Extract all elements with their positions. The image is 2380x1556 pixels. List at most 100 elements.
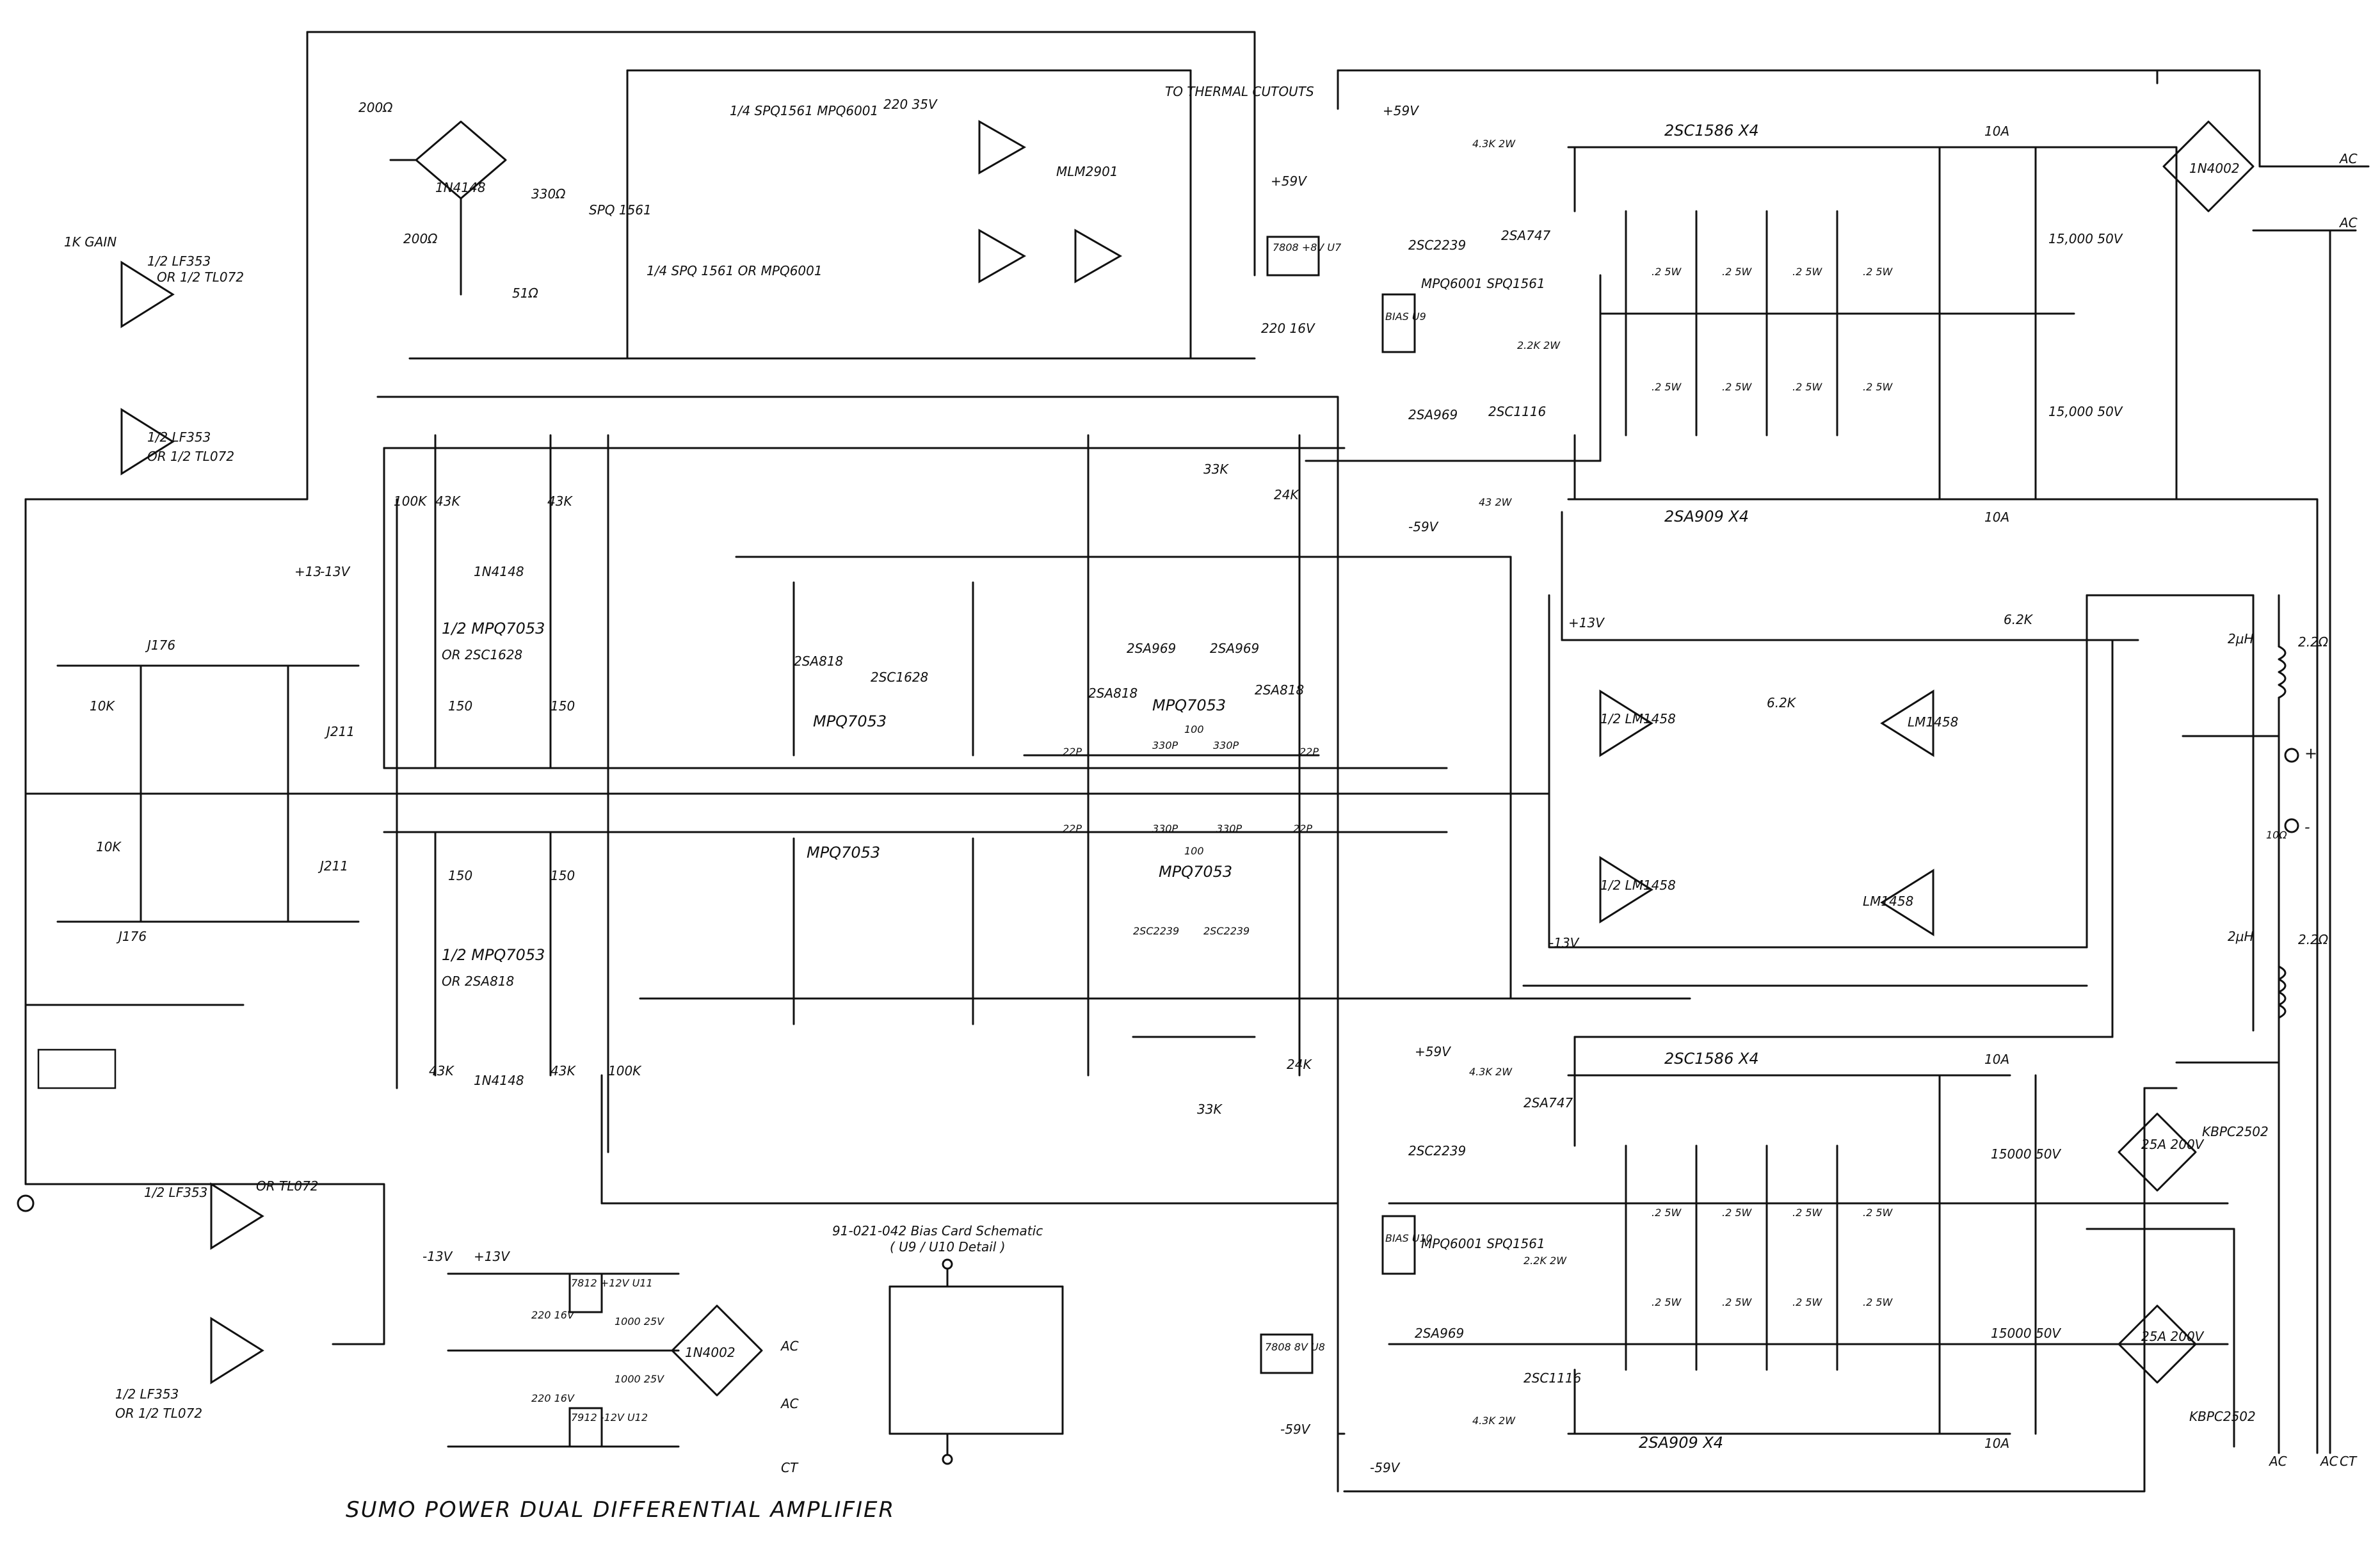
regulator-label: 7912 -12V U12	[571, 1411, 648, 1424]
cap-label: 220 35V	[883, 97, 938, 112]
emitter-resistor-label: .2 5W	[1863, 266, 1894, 278]
transistor-pair-label: 1/2 MPQ7053	[442, 620, 545, 638]
resistor-label: 200Ω	[403, 231, 438, 246]
bias-u10: BIAS U10 MPQ6001 SPQ1561	[1381, 1215, 1545, 1275]
regulator-label: 7808 8V U8	[1265, 1341, 1325, 1353]
opamp-u3: 1/2 LF353 OR 1/2 TL072	[120, 253, 244, 328]
transistor-label: 2SA818	[1255, 682, 1304, 698]
transistor-label: 1/4 SPQ 1561 OR MPQ6001	[647, 263, 823, 278]
emitter-resistor-label: .2 5W	[1652, 1296, 1682, 1308]
transistor-pair-label: MPQ7053	[813, 712, 887, 730]
lower-pnp-label: 2SA909 X4	[1639, 1434, 1723, 1452]
bias-label: BIAS U10	[1385, 1232, 1433, 1244]
cap-label: 220 16V	[1261, 321, 1315, 336]
diode-label: 1N4148	[474, 1073, 524, 1088]
cap-label: 220 16V	[531, 1392, 575, 1404]
emitter-resistor-label: .2 5W	[1863, 1296, 1894, 1308]
bridge-label: KBPC2502	[2189, 1409, 2256, 1424]
opamp-u2: 1/2 LF353 OR 1/2 TL072	[115, 1317, 264, 1421]
bridge-label: KBPC2502	[2202, 1124, 2269, 1139]
cap-label: 100	[1184, 845, 1204, 857]
emitter-resistor-label: .2 5W	[1722, 1296, 1753, 1308]
comparator-label: MLM2901	[1056, 164, 1118, 179]
resistor-label: 330Ω	[531, 186, 566, 202]
cap-15000-label: 15000 50V	[1991, 1326, 2061, 1341]
emitter-resistor-label: .2 5W	[1652, 266, 1682, 278]
rail-label: -59V	[1280, 1422, 1311, 1437]
transistor-label: J211	[318, 858, 348, 874]
transistor-label: J176	[145, 638, 175, 653]
output-minus: -	[2304, 818, 2310, 836]
ac-label: AC	[780, 1338, 799, 1354]
output-network: + - 2μH 2μH 2.2Ω 2.2Ω 10Ω	[2228, 594, 2329, 1019]
cap-label: 330P	[1216, 822, 1242, 835]
jfet-preamp: J176 J176 J211 J211 10K 10K	[56, 638, 360, 944]
q6-stage: MPQ7053 MPQ7053 2SA818 2SC1628	[792, 581, 974, 1025]
bias-u9: BIAS U9 MPQ6001 SPQ1561	[1381, 276, 1545, 353]
transistor-label: 2SA818	[1088, 686, 1138, 701]
emitter-resistor-label: .2 5W	[1652, 381, 1682, 393]
resistor-label: 150	[551, 698, 575, 714]
regulator-label: 7812 +12V U11	[571, 1277, 653, 1289]
opamp-label: 1/2 LF353	[147, 429, 211, 445]
ct-label: CT	[2340, 1454, 2358, 1469]
bridge-label: 1N4148	[435, 180, 486, 195]
cap-label: 22P	[1299, 746, 1319, 758]
resistor-label: 6.2K	[1767, 695, 1797, 710]
input-jack[interactable]	[17, 1048, 117, 1212]
emitter-resistor-label: .2 5W	[1792, 266, 1823, 278]
resistor-label: 4.3K 2W	[1469, 1066, 1513, 1078]
bridge-rating: 25A 200V	[2141, 1137, 2205, 1152]
regulator-label: 7808 +8V U7	[1273, 241, 1342, 253]
resistor-label: 10K	[90, 698, 115, 714]
transistor-pair-label: 1/2 MPQ7053	[442, 946, 545, 964]
opamp-u1: 1/2 LF353 OR TL072	[144, 1178, 319, 1250]
transistor-label: 2SA747	[1524, 1095, 1573, 1111]
signal-bridge-top: 1N4148 330Ω 51Ω 200Ω SPQ 1561	[389, 120, 652, 301]
transistor-label: 2SC2239	[1408, 237, 1466, 253]
opamp-alt: OR TL072	[256, 1178, 319, 1194]
resistor-label: 24K	[1274, 487, 1299, 502]
cap-label: 100	[1184, 723, 1204, 735]
cap-label: 330P	[1152, 739, 1178, 751]
cap-label: 330P	[1152, 822, 1178, 835]
opamp-label: 1/2 LF353	[147, 253, 211, 269]
resistor-label: 4.3K 2W	[1472, 138, 1516, 150]
ac-label: AC	[2338, 151, 2358, 166]
opamp-u6: LM1458 LM1458	[1863, 689, 1958, 936]
resistor-label: 43 2W	[1479, 496, 1513, 508]
transistor-label: SPQ 1561	[589, 202, 652, 218]
bias-card-subtitle: ( U9 / U10 Detail )	[890, 1239, 1006, 1255]
bridge-rectifier-kbpc-2: 25A 200V KBPC2502	[2118, 1304, 2256, 1424]
fuse-label: 10A	[1984, 1052, 2009, 1067]
opamp-label: 1/2 LM1458	[1600, 711, 1676, 726]
resistor-label: 43K	[435, 493, 461, 509]
regulator-u7: 7808 +8V U7	[1266, 236, 1342, 277]
resistor-label: 200Ω	[358, 100, 393, 115]
transistor-label: 2SC1116	[1524, 1370, 1581, 1386]
resistor-label: 33K	[1197, 1102, 1223, 1117]
opamp-u5: 1/2 LM1458 1/2 LM1458	[1599, 689, 1676, 924]
resistor-label: 150	[448, 698, 472, 714]
diff-input-stage: 43K 43K 100K 43K 43K 100K 150 150 150 15…	[394, 434, 642, 1153]
upper-output-stage: 2SC1586 X4 2SA909 X4 10A 10A 15,000 50V …	[1567, 122, 2178, 525]
opamp-alt: OR 1/2 TL072	[157, 269, 244, 285]
emitter-resistor-label: .2 5W	[1652, 1207, 1682, 1219]
bridge-rectifier-top: 1N4002 AC AC	[2162, 120, 2358, 230]
transistor-label: 2SC2239	[1203, 925, 1250, 937]
cap-15000-label: 15,000 50V	[2048, 231, 2123, 246]
transistor-label: 1/4 SPQ1561 MPQ6001	[730, 103, 878, 118]
transistor-label: 2SA969	[1408, 407, 1458, 422]
ac-label: AC	[2338, 215, 2358, 230]
resistor-label: 2.2K 2W	[1524, 1255, 1567, 1267]
ct-label: CT	[781, 1460, 799, 1475]
transistor-label: 2SA969	[1415, 1326, 1464, 1341]
fuse-label: 10A	[1984, 124, 2009, 139]
emitter-resistor-label: .2 5W	[1722, 266, 1753, 278]
rail-label: +59V	[1271, 173, 1307, 189]
bias-card-detail: 91-021-042 Bias Card Schematic ( U9 / U1…	[832, 1223, 1064, 1465]
emitter-resistor-label: .2 5W	[1863, 1207, 1894, 1219]
emitter-resistor-label: .2 5W	[1722, 381, 1753, 393]
rail-label: -59V	[1408, 519, 1439, 534]
